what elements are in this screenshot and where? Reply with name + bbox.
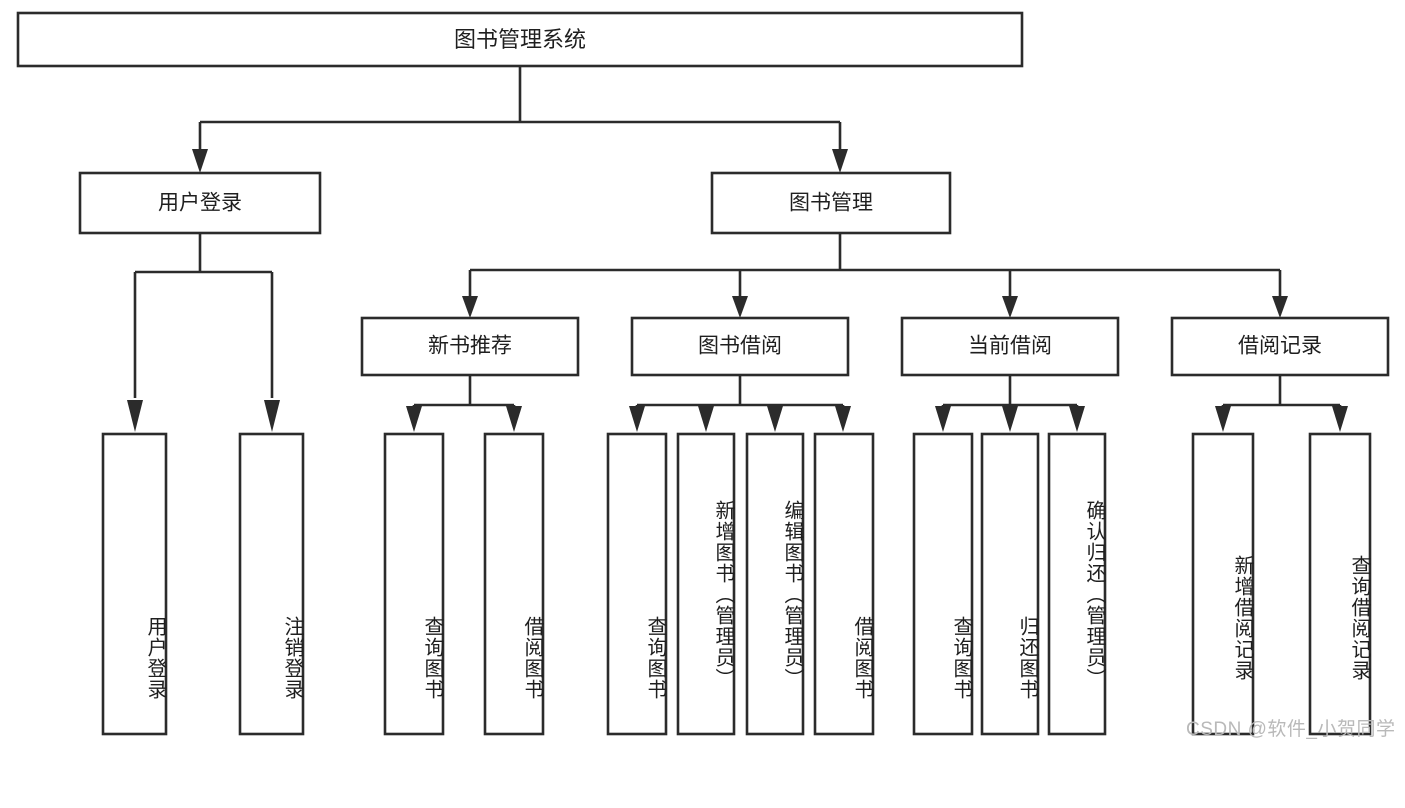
node-root-box[interactable]: [16, 11, 1024, 68]
arrowhead-to-borrow-record: [1272, 296, 1288, 318]
node-user-login-label: 用户登录: [158, 192, 242, 215]
node-user-login-box[interactable]: [78, 171, 322, 235]
leaf-add-record-box[interactable]: [1191, 432, 1255, 736]
node-current-borrow-box[interactable]: [900, 316, 1120, 377]
node-borrow-record-label: 借阅记录: [1238, 335, 1322, 358]
arrowhead-leaf-query-record: [1332, 406, 1348, 432]
flowchart-canvas: 图书管理系统 用户登录 图书管理 新书推荐 图书借阅 当前借阅 借阅记录: [16, 11, 1396, 740]
node-user-login[interactable]: 用户登录: [78, 171, 322, 235]
arrowhead-leaf-query-book-3: [935, 406, 951, 432]
leaf-user-login-box[interactable]: [101, 432, 168, 736]
connector-userlogin-stem: [133, 233, 274, 398]
node-new-book-rec[interactable]: 新书推荐: [360, 316, 580, 377]
node-current-borrow-label: 当前借阅: [968, 335, 1052, 358]
arrowhead-leaf-return-book: [1002, 406, 1018, 432]
node-borrow-record[interactable]: 借阅记录: [1170, 316, 1390, 377]
arrowhead-leaf-borrow-book-2: [835, 406, 851, 432]
node-book-borrow[interactable]: 图书借阅: [630, 316, 850, 377]
leaf-borrow-book-1-box[interactable]: [483, 432, 545, 736]
arrowhead-leaf-add-record: [1215, 406, 1231, 432]
arrowhead-leaf-borrow-book-1: [506, 406, 522, 432]
node-new-book-rec-box[interactable]: [360, 316, 580, 377]
leaf-query-book-3-box[interactable]: [912, 432, 974, 736]
arrowhead-leaf-edit-book: [767, 406, 783, 432]
arrowhead-to-user-login: [192, 149, 208, 173]
node-book-manage-box[interactable]: [710, 171, 952, 235]
leaf-confirm-return-box[interactable]: [1047, 432, 1107, 736]
leaf-return-book-box[interactable]: [980, 432, 1040, 736]
node-current-borrow[interactable]: 当前借阅: [900, 316, 1120, 377]
leaf-borrow-book-2-box[interactable]: [813, 432, 875, 736]
flowchart-svg: 图书管理系统 用户登录 图书管理 新书推荐 图书借阅 当前借阅 借阅记录: [16, 11, 1390, 736]
connector-bookborrow-stem: [635, 375, 845, 413]
leaf-boxes: [101, 432, 1372, 736]
node-new-book-rec-label: 新书推荐: [428, 335, 512, 358]
arrowhead-to-new-book-rec: [462, 296, 478, 318]
node-borrow-record-box[interactable]: [1170, 316, 1390, 377]
connector-borrowrecord-stem: [1221, 375, 1342, 413]
leaf-edit-book-box[interactable]: [745, 432, 805, 736]
leaf-query-book-1-box[interactable]: [383, 432, 445, 736]
node-book-borrow-box[interactable]: [630, 316, 850, 377]
arrowhead-to-current-borrow: [1002, 296, 1018, 318]
connector-newbook-stem: [412, 375, 516, 413]
arrowhead-leaf-query-book-1: [406, 406, 422, 432]
arrowhead-leaf-user-login: [127, 400, 143, 432]
node-book-manage-label: 图书管理: [789, 192, 873, 215]
arrowhead-to-book-manage: [832, 149, 848, 173]
leaf-query-book-2-box[interactable]: [606, 432, 668, 736]
connectors: [127, 66, 1348, 432]
node-book-borrow-label: 图书借阅: [698, 335, 782, 358]
connector-bookmanage-stem: [468, 233, 1282, 302]
arrowhead-leaf-add-book: [698, 406, 714, 432]
leaf-add-book-box[interactable]: [676, 432, 736, 736]
connector-root-stem: [198, 66, 842, 155]
watermark-text: CSDN @软件_小贺同学: [1186, 719, 1396, 740]
leaf-logout-box[interactable]: [238, 432, 305, 736]
node-root[interactable]: 图书管理系统: [16, 11, 1024, 68]
arrowhead-to-book-borrow: [732, 296, 748, 318]
arrowhead-leaf-logout: [264, 400, 280, 432]
arrowhead-leaf-query-book-2: [629, 406, 645, 432]
leaf-query-record-box[interactable]: [1308, 432, 1372, 736]
arrowhead-leaf-confirm-return: [1069, 406, 1085, 432]
node-root-label: 图书管理系统: [454, 27, 586, 52]
node-book-manage[interactable]: 图书管理: [710, 171, 952, 235]
